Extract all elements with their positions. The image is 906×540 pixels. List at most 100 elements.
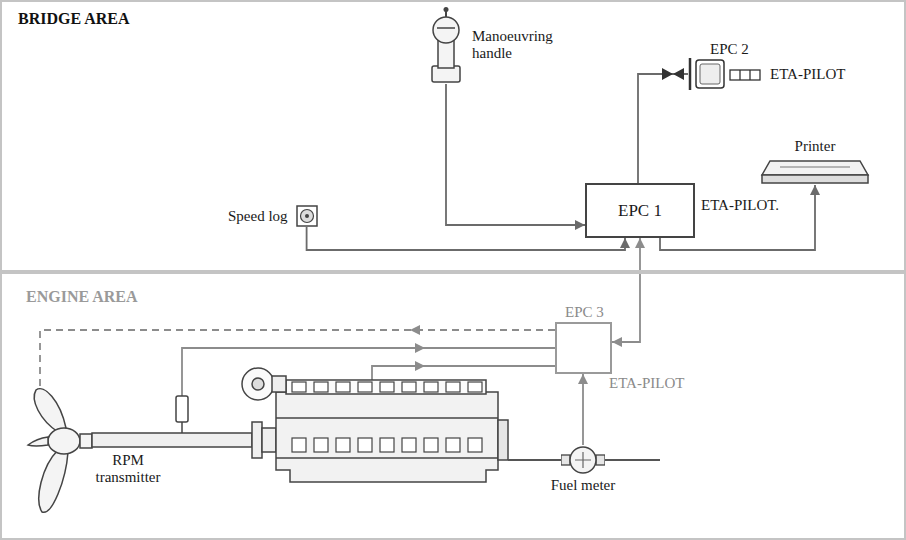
diesel-engine-part [276,392,498,482]
diesel-engine-part [272,376,286,392]
fuel-meter-icon-part [596,455,605,465]
propeller-part [28,437,48,446]
area-title: ENGINE AREA [26,288,138,306]
diesel-engine-part-part [380,438,394,452]
device-label: Printer [795,138,836,155]
device-node: Printer [760,138,870,185]
diesel-engine-part-part [292,438,306,452]
diesel-engine-part-part [424,382,438,392]
diesel-engine-part-part [380,382,394,392]
connector [638,74,688,183]
diesel-engine-part-part [292,382,306,392]
diesel-engine-part-part [336,382,350,392]
speed-log-icon-part [305,214,309,218]
device-title: EPC 2 [688,40,845,58]
propeller-part [80,434,92,448]
epc-terminal-icon-part [739,70,740,80]
speed-log-icon-part [297,206,317,226]
device-node: EPC 2 ETA-PILOT [688,40,845,90]
diesel-engine-part-part [446,382,460,392]
epc-terminal-icon-part [749,70,750,80]
fuel-meter-icon-part [561,455,570,465]
propeller-part [48,428,80,454]
epc-terminal-icon-part [696,60,724,88]
diesel-engine-part-part [468,382,482,392]
epc-terminal-icon [688,58,764,90]
diesel-engine-part [292,438,482,452]
connector-symbol [662,68,684,80]
connector [307,227,625,250]
diesel-engine-part-part [314,382,328,392]
part-label: RPM transmitter [78,452,178,486]
manoeuvring-handle-icon-part [438,40,454,68]
manoeuvring-handle-icon-part [437,27,455,29]
rpm-transmitter-symbol [176,396,188,433]
diesel-engine-part [276,417,498,419]
printer-icon-part [762,175,868,183]
pitch-control-line [40,330,555,386]
rpm-transmitter-symbol-part [176,396,188,422]
rpm-signal-line [182,348,555,396]
area-band: BRIDGE AREA Manoeuvring handle EPC 2 ETA-PI… [0,0,906,272]
propeller-part [34,389,66,432]
diesel-engine-part [242,368,274,400]
signal-arrowheads-part [415,361,425,371]
diesel-engine-part-part [446,438,460,452]
fuel-meter-icon [561,445,605,475]
connector [446,84,585,225]
connector [582,374,584,445]
propeller-shaft-part [92,433,252,447]
propeller-part [39,450,68,512]
epc-terminal-icon-part [730,70,760,80]
diesel-engine-part-part [314,438,328,452]
controller-box: EPC 1ETA-PILOT. [585,183,695,238]
manoeuvring-handle-icon [426,6,466,84]
signal-arrowheads [410,325,425,371]
diesel-engine [242,368,508,482]
diesel-engine-part [292,382,482,392]
signal-arrowheads-part [410,325,420,335]
signal-arrowheads-part [415,343,425,353]
fuel-meter-icon-part [570,447,596,473]
software-label: ETA-PILOT. [701,197,779,214]
software-label: ETA-PILOT [609,375,684,392]
device-node: Speed log [228,205,318,227]
box-label: EPC 1 [618,201,662,221]
diesel-engine-part-part [424,438,438,452]
diesel-engine-part-part [336,438,350,452]
manoeuvring-handle-icon-part [444,7,449,12]
controller-box: EPC 3ETA-PILOT [555,322,612,374]
printer-icon [760,157,870,185]
printer-icon-part [762,161,868,175]
device-node: Manoeuvring handle [426,6,564,84]
diesel-engine-part-part [358,382,372,392]
rpm-transmitter-symbol-part [181,422,183,433]
device-label: Fuel meter [551,477,616,494]
software-label: ETA-PILOT [770,66,845,83]
area-band: ENGINE AREAEPC 3ETA-PILOTFuel meter [0,272,906,540]
engine-signal-line [372,366,555,380]
diesel-engine-part-part [358,438,372,452]
diesel-engine-part [276,457,498,459]
device-node: Fuel meter [533,445,633,494]
diesel-engine-part-part [402,382,416,392]
propeller-shaft-part [262,428,276,452]
device-row: ETA-PILOT [688,58,845,90]
epc-terminal-icon-part [689,58,692,90]
epc-terminal-icon-part [700,64,720,84]
diesel-engine-part [498,420,508,460]
box-label: EPC 3 [565,304,604,321]
manoeuvring-handle-icon-part [433,17,459,43]
propeller-shaft-part [252,422,262,458]
diesel-engine-part [286,380,486,394]
speed-log-icon-part [300,210,313,223]
printer-icon-part [780,167,850,168]
area-title: BRIDGE AREA [18,10,130,28]
engine-signal-lines [40,330,555,396]
propeller [28,389,92,513]
connector [612,238,640,342]
device-label: Speed log [228,208,288,225]
diesel-engine-part-part [402,438,416,452]
diesel-engine-part-part [468,438,482,452]
